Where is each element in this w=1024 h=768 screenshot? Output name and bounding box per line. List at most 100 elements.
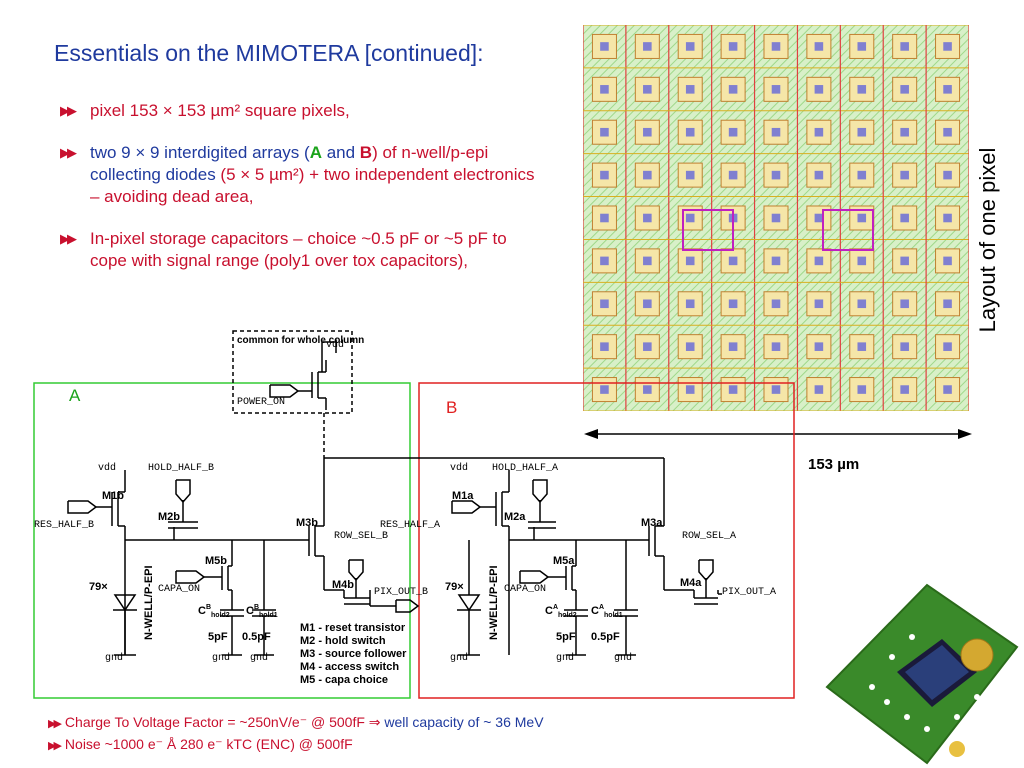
- pix-out-a-label: PIX_OUT_A: [722, 587, 776, 598]
- layout-cell: [892, 248, 918, 274]
- layout-diode: [685, 85, 695, 94]
- res-half-b-label: RES_HALF_B: [34, 520, 94, 531]
- row-sel-b-label: ROW_SEL_B: [334, 531, 388, 542]
- bullet-text: In-pixel storage capacitors – choice ~0.…: [90, 229, 507, 270]
- layout-diode: [814, 299, 824, 309]
- layout-diode: [771, 385, 781, 394]
- legend-item: M5 - capa choice: [300, 674, 388, 686]
- label-a: A: [69, 386, 81, 405]
- m2b-label: M2b: [158, 511, 180, 523]
- vdd-b: vdd: [98, 462, 116, 474]
- layout-diode: [643, 256, 652, 266]
- m3a-label: M3a: [641, 517, 663, 529]
- layout-diode: [900, 42, 909, 51]
- layout-diode: [857, 213, 867, 223]
- row-sel-a-label: ROW_SEL_A: [682, 531, 736, 542]
- cap-hold2-b: CBhold2: [198, 604, 230, 619]
- layout-diode: [643, 213, 652, 223]
- layout-diode: [814, 85, 824, 94]
- layout-diode: [600, 42, 609, 51]
- note-ctv-highlight: well capacity of ~ 36 MeV: [384, 714, 544, 730]
- layout-cell: [892, 76, 918, 102]
- layout-diode: [900, 170, 909, 180]
- layout-cell: [806, 162, 832, 188]
- legend-item: M1 - reset transistor: [300, 622, 406, 634]
- layout-diode: [900, 127, 909, 137]
- layout-diode: [857, 170, 867, 180]
- layout-diode: [857, 299, 867, 309]
- gnd-a3: gnd: [614, 652, 632, 664]
- cap-hold1-a: CAhold1: [591, 604, 623, 619]
- layout-diode: [943, 42, 952, 51]
- layout-diode: [771, 170, 781, 180]
- layout-diode: [600, 170, 609, 180]
- m4b-label: M4b: [332, 579, 354, 591]
- layout-diode: [600, 85, 609, 94]
- layout-diode: [900, 299, 909, 309]
- layout-caption: Layout of one pixel: [975, 147, 1000, 333]
- layout-diode: [857, 385, 867, 394]
- diode-label-b: N-WELL/P-EPI: [143, 565, 155, 640]
- label-a-inline: A: [309, 143, 322, 162]
- bullet-text: pixel 153 × 153 µm² square pixels,: [90, 101, 350, 120]
- layout-diode: [728, 42, 738, 51]
- vdd-a: vdd: [450, 462, 468, 474]
- layout-diode: [600, 342, 609, 351]
- m4a-label: M4a: [680, 577, 702, 589]
- layout-diode: [728, 85, 738, 94]
- layout-diode: [814, 42, 824, 51]
- note-noise-text: Noise ~1000 e⁻ Å 280 e⁻ kTC (ENC) @ 500f…: [64, 736, 353, 752]
- layout-diode: [943, 127, 952, 137]
- layout-cell: [806, 119, 832, 145]
- layout-diode: [643, 385, 652, 394]
- bullet-pixel-size: ▶▶ pixel 153 × 153 µm² square pixels,: [60, 100, 540, 122]
- hold-half-b-label: HOLD_HALF_B: [148, 463, 214, 474]
- layout-diode: [900, 256, 909, 266]
- layout-diode: [771, 299, 781, 309]
- layout-diode: [857, 42, 867, 51]
- bullet-text-part2: ) of n-well/p-epi: [372, 143, 489, 162]
- capa-on-a-label: CAPA_ON: [504, 584, 546, 595]
- layout-diode: [771, 42, 781, 51]
- box-b: [418, 382, 795, 699]
- layout-diode: [814, 127, 824, 137]
- gnd-b1: gnd: [105, 652, 123, 664]
- diode-label-a: N-WELL/P-EPI: [488, 565, 500, 640]
- gnd-a2: gnd: [556, 652, 574, 664]
- cap-5pf-b: 5pF: [208, 631, 228, 643]
- m1b-label: M1b: [102, 490, 124, 502]
- bullet-list: ▶▶ pixel 153 × 153 µm² square pixels, ▶▶…: [60, 100, 540, 292]
- layout-diode: [857, 256, 867, 266]
- layout-diode: [643, 127, 652, 137]
- layout-diode: [771, 342, 781, 351]
- double-arrow-icon: ▶▶: [60, 103, 77, 118]
- double-arrow-icon: ▶▶: [60, 231, 77, 246]
- layout-diode: [728, 170, 738, 180]
- layout-diode: [600, 385, 609, 394]
- legend-item: M4 - access switch: [300, 661, 399, 673]
- hold-half-a-label: HOLD_HALF_A: [492, 463, 558, 474]
- layout-electronics: [822, 209, 874, 251]
- m5a-label: M5a: [553, 555, 575, 567]
- bullet-text-part4: (5 × 5 µm²) + two independent electronic…: [90, 165, 535, 206]
- vdd-common: vdd: [326, 339, 344, 351]
- layout-diode: [814, 170, 824, 180]
- m5b-label: M5b: [205, 555, 227, 567]
- bullet-text-part1: two 9 × 9 interdigited arrays (: [90, 143, 310, 162]
- capa-on-b-label: CAPA_ON: [158, 584, 200, 595]
- gnd-b2: gnd: [212, 652, 230, 664]
- bullet-arrays: ▶▶ two 9 × 9 interdigited arrays (A and …: [60, 142, 540, 208]
- box-a: [33, 382, 411, 699]
- layout-diode: [943, 256, 952, 266]
- layout-diode: [943, 299, 952, 309]
- gnd-b3: gnd: [250, 652, 268, 664]
- slide-title: Essentials on the MIMOTERA [continued]:: [54, 40, 484, 66]
- diode-mult-a: 79×: [445, 581, 464, 593]
- layout-diode: [771, 85, 781, 94]
- diode-mult-b: 79×: [89, 581, 108, 593]
- layout-diode: [600, 256, 609, 266]
- layout-diode: [643, 342, 652, 351]
- pixel-layout-image: [583, 25, 969, 411]
- legend-item: M3 - source follower: [300, 648, 407, 660]
- note-ctv-text: Charge To Voltage Factor = ~250nV/e⁻ @ 5…: [64, 714, 385, 730]
